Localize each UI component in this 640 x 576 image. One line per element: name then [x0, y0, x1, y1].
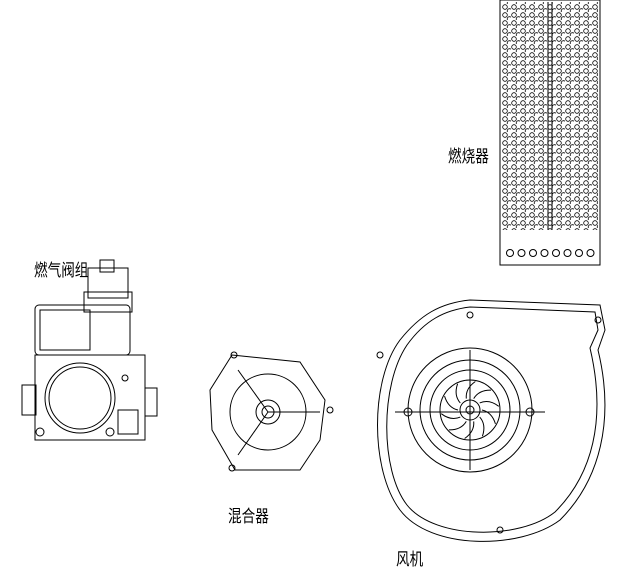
fan-blade — [464, 421, 475, 439]
fan-blade — [455, 383, 461, 404]
burner-port — [575, 249, 583, 257]
fan-blade — [479, 401, 500, 407]
fan-label: 风机 — [396, 550, 424, 570]
burner-port — [540, 249, 549, 257]
gas-valve-drawing — [21, 259, 158, 441]
gas-valve-label: 燃气阀组 — [34, 261, 89, 281]
mixer-label: 混合器 — [228, 507, 269, 527]
fan-blade — [465, 381, 476, 399]
burner-label: 燃烧器 — [448, 147, 489, 167]
burner-port — [586, 249, 595, 257]
mixer-drawing — [209, 351, 334, 472]
fan-blade — [440, 413, 461, 419]
burner-port — [517, 249, 526, 257]
burner-port — [563, 249, 572, 257]
burner-port — [529, 249, 537, 257]
fan-drawing — [376, 299, 606, 542]
fan-blade — [473, 389, 492, 399]
fan-blade — [448, 421, 467, 431]
fan-blade — [444, 395, 459, 411]
fan-blade — [479, 416, 485, 437]
burner-port — [506, 249, 514, 257]
burner-port — [552, 249, 560, 257]
fan-blade — [481, 409, 496, 425]
burner-drawing — [499, 0, 601, 266]
